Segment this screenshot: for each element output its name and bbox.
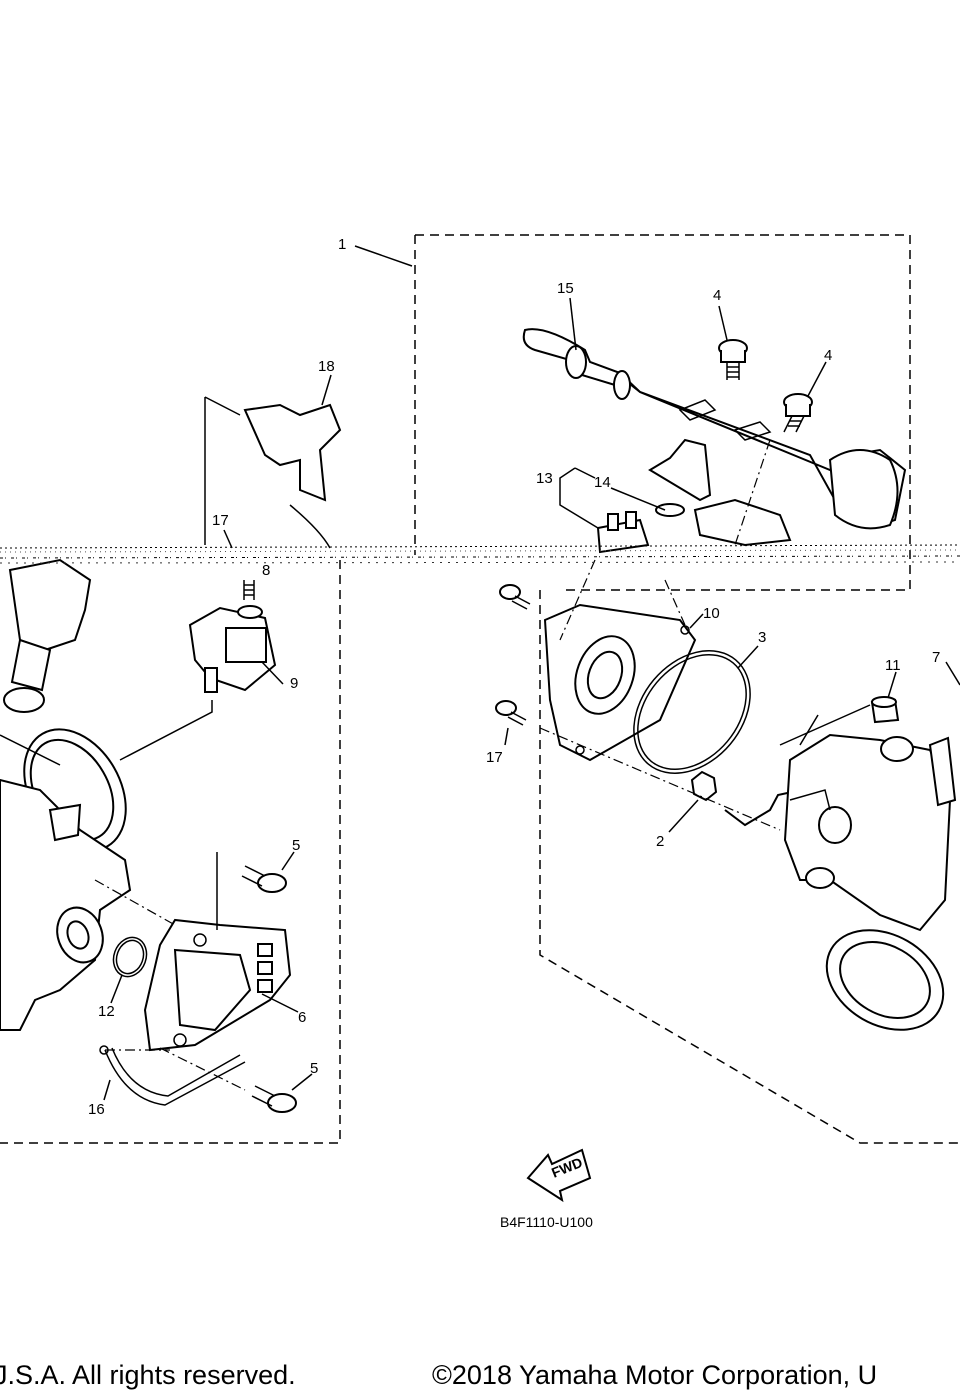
callout-6: 6 xyxy=(298,1009,306,1026)
callout-7: 7 xyxy=(932,649,940,666)
callout-17-b: 17 xyxy=(212,512,229,529)
leader-lines xyxy=(103,245,960,1101)
drawing-code: B4F1110-U100 xyxy=(500,1214,593,1230)
callout-4-b: 4 xyxy=(824,347,832,364)
screw-17-b xyxy=(495,700,527,726)
bolt-4-b xyxy=(783,393,813,433)
injector-13 xyxy=(596,511,650,554)
callout-4-a: 4 xyxy=(713,287,721,304)
hose-16 xyxy=(99,1045,246,1106)
assembly-outline-right xyxy=(414,234,960,1144)
screw-5-b xyxy=(251,1085,297,1113)
callout-5-b: 5 xyxy=(310,1060,318,1077)
screw-17-a xyxy=(499,584,531,610)
screw-5-a xyxy=(216,852,287,930)
callout-2: 2 xyxy=(656,833,664,850)
callout-15: 15 xyxy=(557,280,574,297)
callout-9: 9 xyxy=(290,675,298,692)
callout-10: 10 xyxy=(703,605,720,622)
bolt-4-a xyxy=(718,339,748,380)
cover-plate-10 xyxy=(543,603,697,762)
scan-artifact xyxy=(0,544,960,564)
callout-13: 13 xyxy=(536,470,553,487)
footer-rights: J.S.A. All rights reserved. xyxy=(0,1360,296,1390)
guide-lines xyxy=(94,559,871,1091)
callout-1: 1 xyxy=(338,236,346,253)
o-ring-3 xyxy=(633,650,751,774)
injector-left xyxy=(3,558,92,713)
callout-16: 16 xyxy=(88,1101,105,1118)
throttle-sensor-6 xyxy=(143,918,292,1052)
callout-labels: 1 2 3 4 4 5 5 6 7 8 9 10 11 12 13 14 15 … xyxy=(88,236,940,1118)
clamp-18 xyxy=(204,396,342,549)
callout-17-a: 17 xyxy=(486,749,503,766)
callout-5-a: 5 xyxy=(292,837,300,854)
callout-12: 12 xyxy=(98,1003,115,1020)
fuel-rail xyxy=(522,328,907,547)
throttle-body-left xyxy=(0,728,132,1031)
footer-copyright: ©2018 Yamaha Motor Corporation, U xyxy=(432,1360,877,1390)
throttle-body-right xyxy=(783,733,957,1031)
callout-18: 18 xyxy=(318,358,335,375)
callout-3: 3 xyxy=(758,629,766,646)
fwd-arrow-icon: FWD xyxy=(526,1148,592,1203)
sensor-9 xyxy=(119,580,277,761)
callout-8: 8 xyxy=(262,562,270,579)
callout-14: 14 xyxy=(594,474,611,491)
o-ring-12 xyxy=(112,936,148,978)
cap-11 xyxy=(870,696,900,724)
callout-11: 11 xyxy=(885,657,901,674)
